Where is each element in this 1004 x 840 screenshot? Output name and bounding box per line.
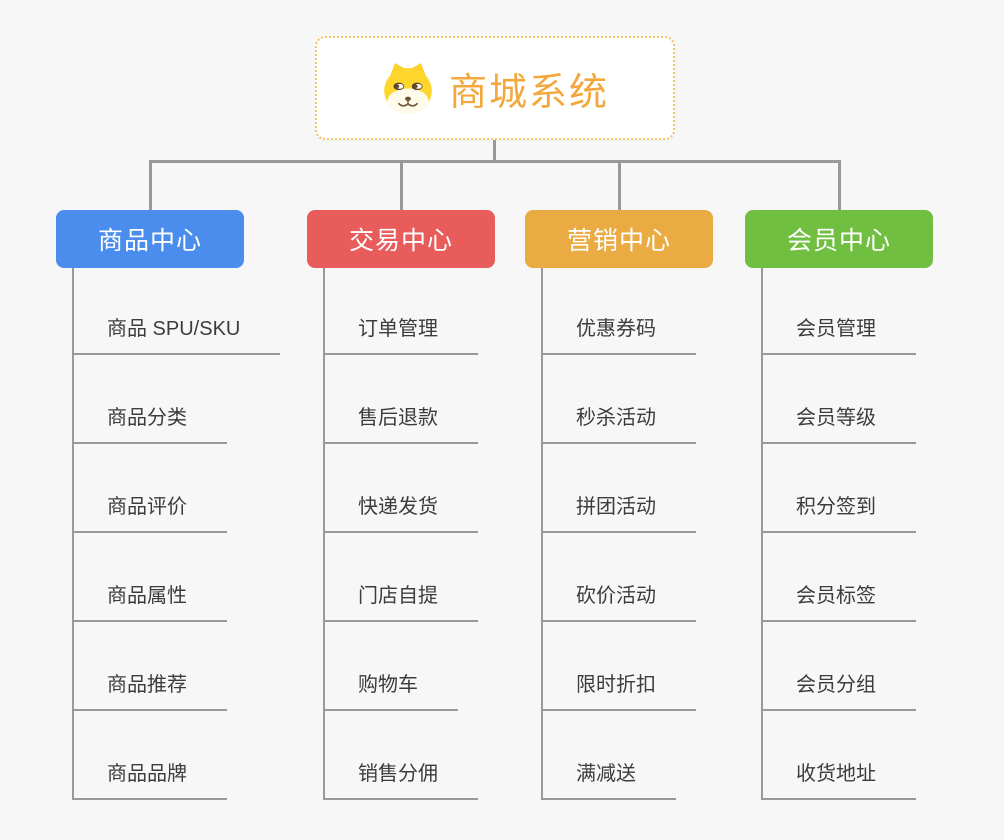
child-node[interactable]: 秒杀活动 [541, 406, 696, 444]
child-node[interactable]: 商品品牌 [72, 762, 227, 800]
branch-label: 商品中心 [97, 227, 202, 255]
branch-children-trade-center: 订单管理 售后退款 快递发货 门店自提 购物车 销售分佣 [323, 268, 573, 802]
connector-column-line [323, 268, 325, 800]
child-node[interactable]: 订单管理 [323, 317, 478, 355]
child-node[interactable]: 满减送 [541, 762, 676, 800]
branch-children-product-center: 商品 SPU/SKU 商品分类 商品评价 商品属性 商品推荐 商品品牌 [72, 268, 322, 802]
connector-drop-trade [400, 160, 403, 210]
branch-children-member-center: 会员管理 会员等级 积分签到 会员标签 会员分组 收货地址 [761, 268, 1004, 802]
connector-drop-marketing [618, 160, 621, 210]
child-node[interactable]: 收货地址 [761, 762, 916, 800]
child-node[interactable]: 会员管理 [761, 317, 916, 355]
connector-column-line [541, 268, 543, 800]
root-title: 商城系统 [448, 71, 609, 114]
branch-label: 营销中心 [566, 227, 671, 255]
child-node[interactable]: 限时折扣 [541, 673, 696, 711]
branch-node-product-center[interactable]: 商品中心 [56, 210, 244, 268]
child-node[interactable]: 销售分佣 [323, 762, 478, 800]
child-node[interactable]: 商品属性 [72, 584, 227, 622]
root-node[interactable]: 商城系统 [315, 36, 675, 140]
child-node[interactable]: 商品评价 [72, 495, 227, 533]
branch-label: 会员中心 [786, 227, 891, 255]
child-node[interactable]: 积分签到 [761, 495, 916, 533]
branch-children-marketing-center: 优惠券码 秒杀活动 拼团活动 砍价活动 限时折扣 满减送 [541, 268, 791, 802]
child-node[interactable]: 砍价活动 [541, 584, 696, 622]
child-node[interactable]: 优惠券码 [541, 317, 696, 355]
branch-node-member-center[interactable]: 会员中心 [745, 210, 933, 268]
connector-drop-members [838, 160, 841, 210]
child-node[interactable]: 会员等级 [761, 406, 916, 444]
child-node[interactable]: 会员分组 [761, 673, 916, 711]
child-node[interactable]: 商品分类 [72, 406, 227, 444]
shiba-dog-icon [384, 63, 432, 114]
child-node[interactable]: 购物车 [323, 673, 458, 711]
branch-label: 交易中心 [348, 227, 453, 255]
child-node[interactable]: 拼团活动 [541, 495, 696, 533]
child-node[interactable]: 快递发货 [323, 495, 478, 533]
connector-drop-products [149, 160, 152, 210]
child-node[interactable]: 门店自提 [323, 584, 478, 622]
child-node[interactable]: 商品 SPU/SKU [72, 317, 281, 355]
connector-bus [149, 160, 840, 163]
connector-column-line [72, 268, 74, 800]
child-node[interactable]: 售后退款 [323, 406, 478, 444]
connector-root-stem [493, 140, 496, 161]
branch-node-trade-center[interactable]: 交易中心 [307, 210, 495, 268]
child-node[interactable]: 会员标签 [761, 584, 916, 622]
branch-node-marketing-center[interactable]: 营销中心 [525, 210, 713, 268]
connector-column-line [761, 268, 763, 800]
child-node[interactable]: 商品推荐 [72, 673, 227, 711]
